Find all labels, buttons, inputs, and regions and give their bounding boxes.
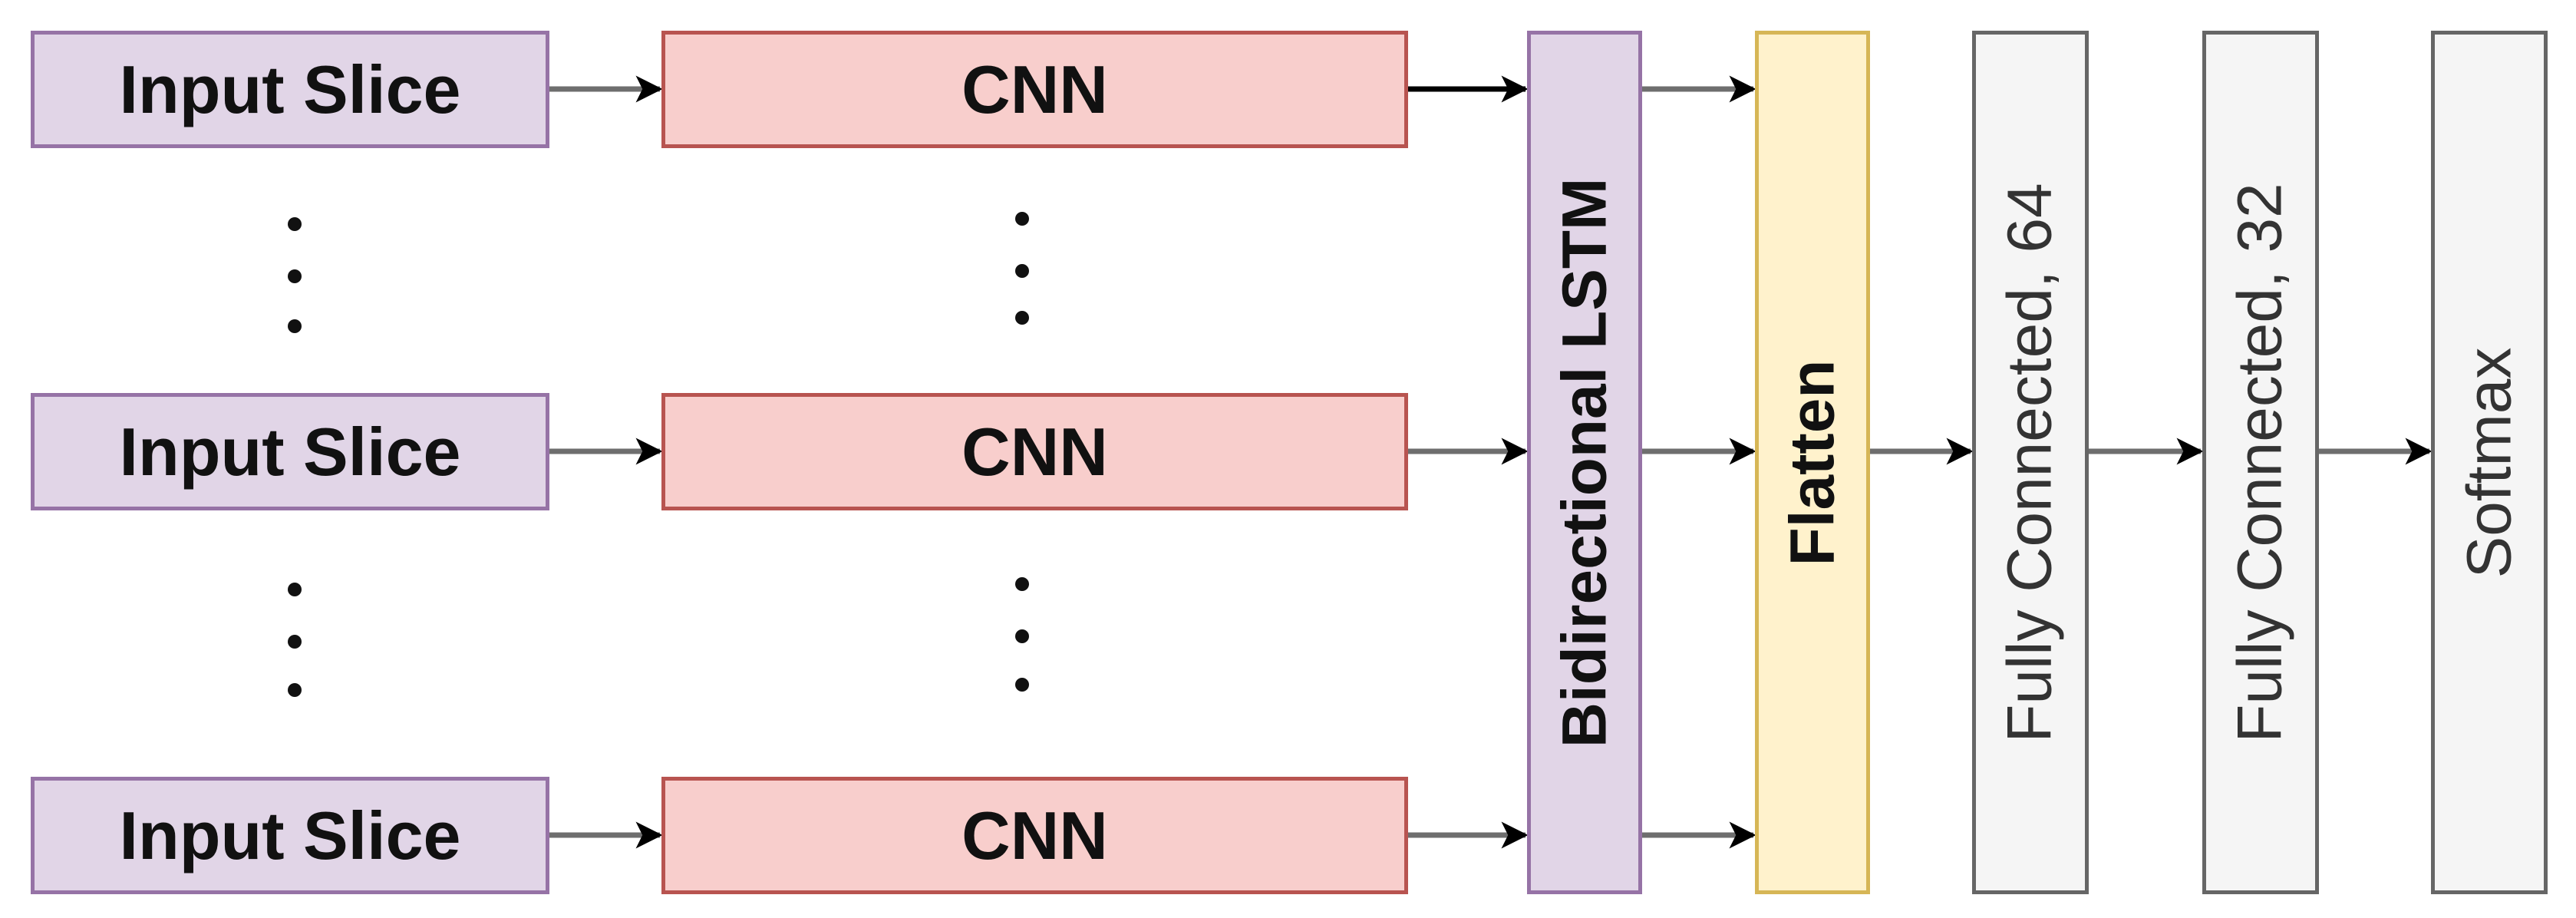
flatten-layer: Flatten [1755, 31, 1870, 894]
input-slice-label-2: Input Slice [119, 413, 461, 490]
cnn-box-3: CNN [661, 777, 1408, 894]
bidirectional-lstm-layer: Bidirectional LSTM [1527, 31, 1642, 894]
ellipsis-dot [1015, 212, 1029, 226]
ellipsis-dot [288, 583, 302, 596]
input-slice-box-2: Input Slice [31, 393, 549, 510]
input-slice-box-1: Input Slice [31, 31, 549, 148]
fully-connected-32-label: Fully Connected, 32 [2225, 182, 2295, 743]
input-slice-label-1: Input Slice [119, 51, 461, 127]
ellipsis-dot [288, 319, 302, 333]
cnn-box-2: CNN [661, 393, 1408, 510]
ellipsis-dot [1015, 629, 1029, 643]
input-slice-label-3: Input Slice [119, 797, 461, 873]
ellipsis-dot [1015, 264, 1029, 278]
ellipsis-dot [288, 635, 302, 649]
cnn-label-2: CNN [961, 413, 1108, 490]
input-slice-box-3: Input Slice [31, 777, 549, 894]
flatten-label: Flatten [1777, 359, 1848, 566]
fully-connected-64-label: Fully Connected, 64 [1995, 182, 2065, 743]
ellipsis-dot [288, 683, 302, 697]
ellipsis-dot [1015, 577, 1029, 591]
ellipsis-dot [1015, 678, 1029, 692]
softmax-layer: Softmax [2431, 31, 2548, 894]
ellipsis-dot [288, 269, 302, 283]
fully-connected-32-layer: Fully Connected, 32 [2202, 31, 2319, 894]
cnn-label-1: CNN [961, 51, 1108, 127]
cnn-label-3: CNN [961, 797, 1108, 873]
softmax-label: Softmax [2454, 347, 2524, 578]
ellipsis-dot [288, 217, 302, 231]
bidirectional-lstm-label: Bidirectional LSTM [1549, 177, 1620, 748]
fully-connected-64-layer: Fully Connected, 64 [1972, 31, 2089, 894]
cnn-box-1: CNN [661, 31, 1408, 148]
ellipsis-dot [1015, 311, 1029, 325]
